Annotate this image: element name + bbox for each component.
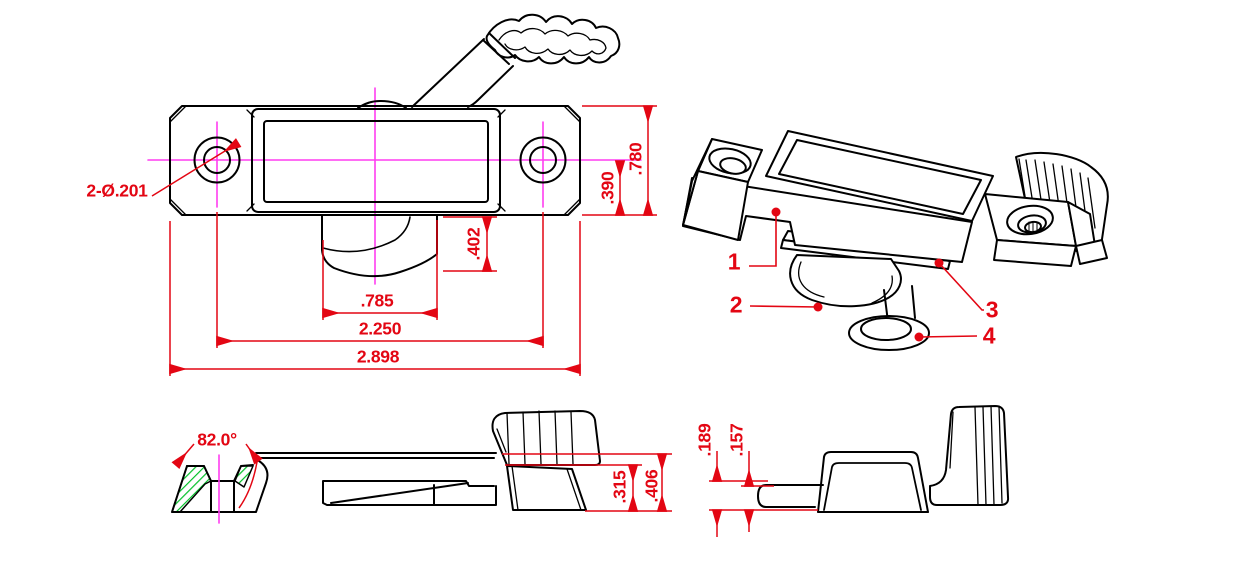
dim-body-height: .780 <box>625 142 646 176</box>
dim-overall-width: 2.898 <box>356 346 400 367</box>
dim-cam-height: .315 <box>609 470 630 504</box>
callout-3: 3 <box>985 296 999 323</box>
dim-base-height: .406 <box>641 469 662 503</box>
front-view-dimensions <box>151 105 657 376</box>
dim-step-height: .189 <box>694 423 715 457</box>
side-view-dimensions <box>709 451 818 537</box>
callout-4: 4 <box>982 322 996 349</box>
section-view-dimensions <box>171 443 672 512</box>
side-view <box>757 405 1010 513</box>
dim-cam-drop: .402 <box>463 227 484 261</box>
dim-hole-height: .390 <box>597 171 618 205</box>
isometric-view <box>682 130 1109 351</box>
dim-cam-width: .785 <box>360 290 394 311</box>
section-view <box>171 410 601 524</box>
dim-hole-spacing: 2.250 <box>358 318 402 339</box>
callout-2: 2 <box>729 291 743 318</box>
callout-1: 1 <box>727 248 741 275</box>
dim-plate-thickness: .157 <box>726 423 747 457</box>
hole-callout-label: 2-Ø.201 <box>86 180 148 201</box>
front-view <box>147 13 642 285</box>
dim-countersink-angle: 82.0° <box>197 429 237 450</box>
isometric-callouts <box>749 207 984 342</box>
